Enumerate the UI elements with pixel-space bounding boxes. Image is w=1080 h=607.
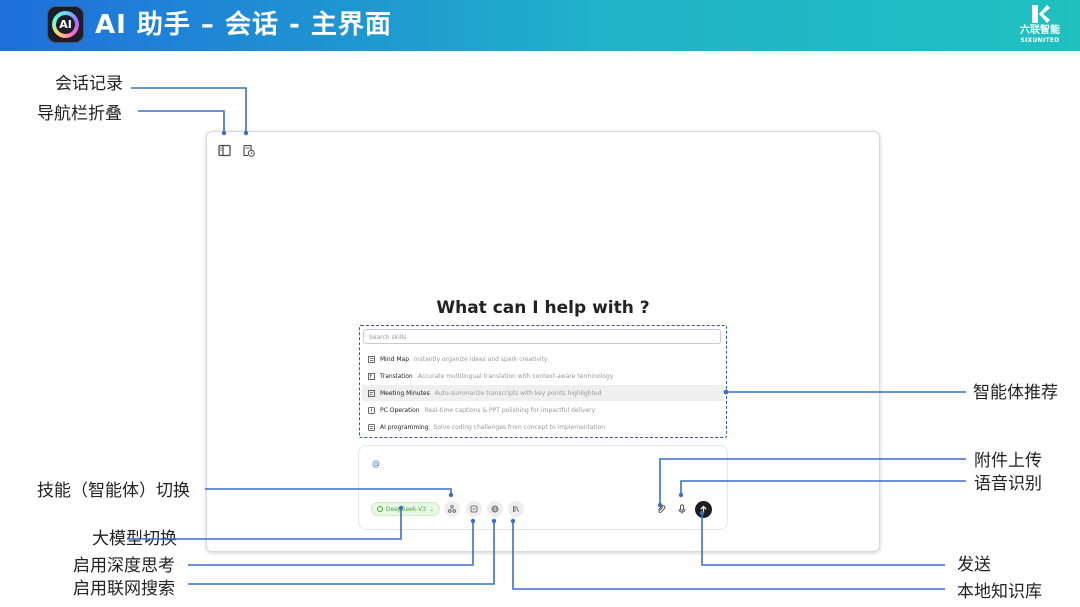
sidebar-toggle-button[interactable]	[217, 143, 231, 157]
chat-composer[interactable]: @ DeepSeek-V3 ⌄	[358, 445, 728, 530]
page-title: AI 助手 – 会话 - 主界面	[95, 10, 392, 40]
paperclip-icon	[657, 505, 666, 514]
brand-logo: 六联智能 SIXUNITED	[1016, 3, 1064, 45]
mind-map-icon	[368, 355, 375, 363]
skill-description: Real-time captions & PPT polishing for i…	[424, 406, 596, 414]
skill-name: AI programming	[380, 423, 429, 431]
skill-item-meeting-minutes[interactable]: Meeting Minutes Auto-summarize transcrip…	[362, 385, 724, 401]
skills-search-input[interactable]: Search skills	[363, 329, 721, 344]
brand-k-icon	[1032, 5, 1050, 23]
pc-operation-icon	[368, 406, 375, 414]
annotation-send: 发送	[957, 555, 991, 575]
skills-icon	[448, 505, 456, 513]
annotation-voice: 语音识别	[974, 474, 1042, 494]
header-banner: AI AI 助手 – 会话 - 主界面 六联智能 SIXUNITED	[0, 0, 1080, 51]
send-button[interactable]	[695, 501, 712, 518]
skill-description: Auto-summarize transcripts with key poin…	[434, 389, 602, 397]
skill-name: Mind Map	[380, 355, 410, 363]
chat-history-button[interactable]	[241, 143, 255, 157]
annotation-skill-switch: 技能（智能体）切换	[37, 481, 190, 501]
attachment-button[interactable]	[653, 501, 669, 517]
meeting-minutes-icon	[368, 389, 375, 397]
logo-text: AI	[59, 18, 72, 31]
skill-description: Accurate multilingual translation with c…	[417, 372, 614, 380]
translation-icon	[368, 372, 375, 380]
chat-history-icon	[242, 144, 255, 157]
model-selector[interactable]: DeepSeek-V3 ⌄	[371, 502, 440, 516]
deep-think-button[interactable]	[466, 501, 482, 517]
welcome-headline: What can I help with ?	[436, 298, 650, 318]
deep-think-icon	[470, 505, 478, 513]
annotation-model-switch: 大模型切换	[92, 529, 177, 549]
annotation-nav-collapse: 导航栏折叠	[37, 104, 122, 124]
arrow-up-icon	[700, 505, 707, 513]
brand-name-en: SIXUNITED	[1020, 37, 1060, 44]
sidebar-icon	[217, 144, 231, 156]
logo-ring-icon	[52, 11, 79, 38]
skill-switch-button[interactable]	[444, 501, 460, 517]
skill-description: Solve coding challenges from concept to …	[433, 423, 606, 431]
brand-name-cn: 六联智能	[1020, 25, 1060, 36]
skill-name: Translation	[380, 372, 413, 380]
skill-item-pc-operation[interactable]: PC Operation Real-time captions & PPT po…	[362, 402, 724, 418]
voice-input-button[interactable]	[674, 501, 690, 517]
app-window: What can I help with ? Search skills Min…	[206, 131, 880, 552]
annotation-knowledge-base: 本地知识库	[957, 582, 1042, 602]
knowledge-base-icon	[513, 506, 519, 512]
knowledge-base-button[interactable]	[508, 501, 524, 517]
web-search-button[interactable]	[487, 501, 503, 517]
annotation-attachment: 附件上传	[974, 451, 1042, 471]
skill-item-translation[interactable]: Translation Accurate multilingual transl…	[362, 368, 724, 384]
chevron-down-icon: ⌄	[429, 505, 435, 513]
skills-dropdown: Search skills Mind Map Instantly organiz…	[359, 325, 727, 438]
annotation-agent-recommend: 智能体推荐	[973, 383, 1058, 403]
annotation-history: 会话记录	[55, 74, 123, 94]
globe-icon	[491, 505, 499, 513]
skill-description: Instantly organize ideas and spark creat…	[414, 355, 548, 363]
model-icon	[376, 506, 383, 512]
skill-item-ai-programming[interactable]: AI programming Solve coding challenges f…	[362, 419, 724, 435]
app-logo: AI	[47, 6, 84, 43]
ai-programming-icon	[368, 423, 375, 431]
message-input[interactable]: @	[372, 459, 380, 468]
skill-name: Meeting Minutes	[380, 389, 430, 397]
model-name: DeepSeek-V3	[385, 505, 427, 513]
skill-item-mind-map[interactable]: Mind Map Instantly organize ideas and sp…	[362, 351, 724, 367]
skill-name: PC Operation	[380, 406, 420, 414]
annotation-deep-think: 启用深度思考	[73, 556, 175, 576]
annotation-web-search: 启用联网搜索	[73, 579, 175, 599]
microphone-icon	[678, 504, 686, 514]
